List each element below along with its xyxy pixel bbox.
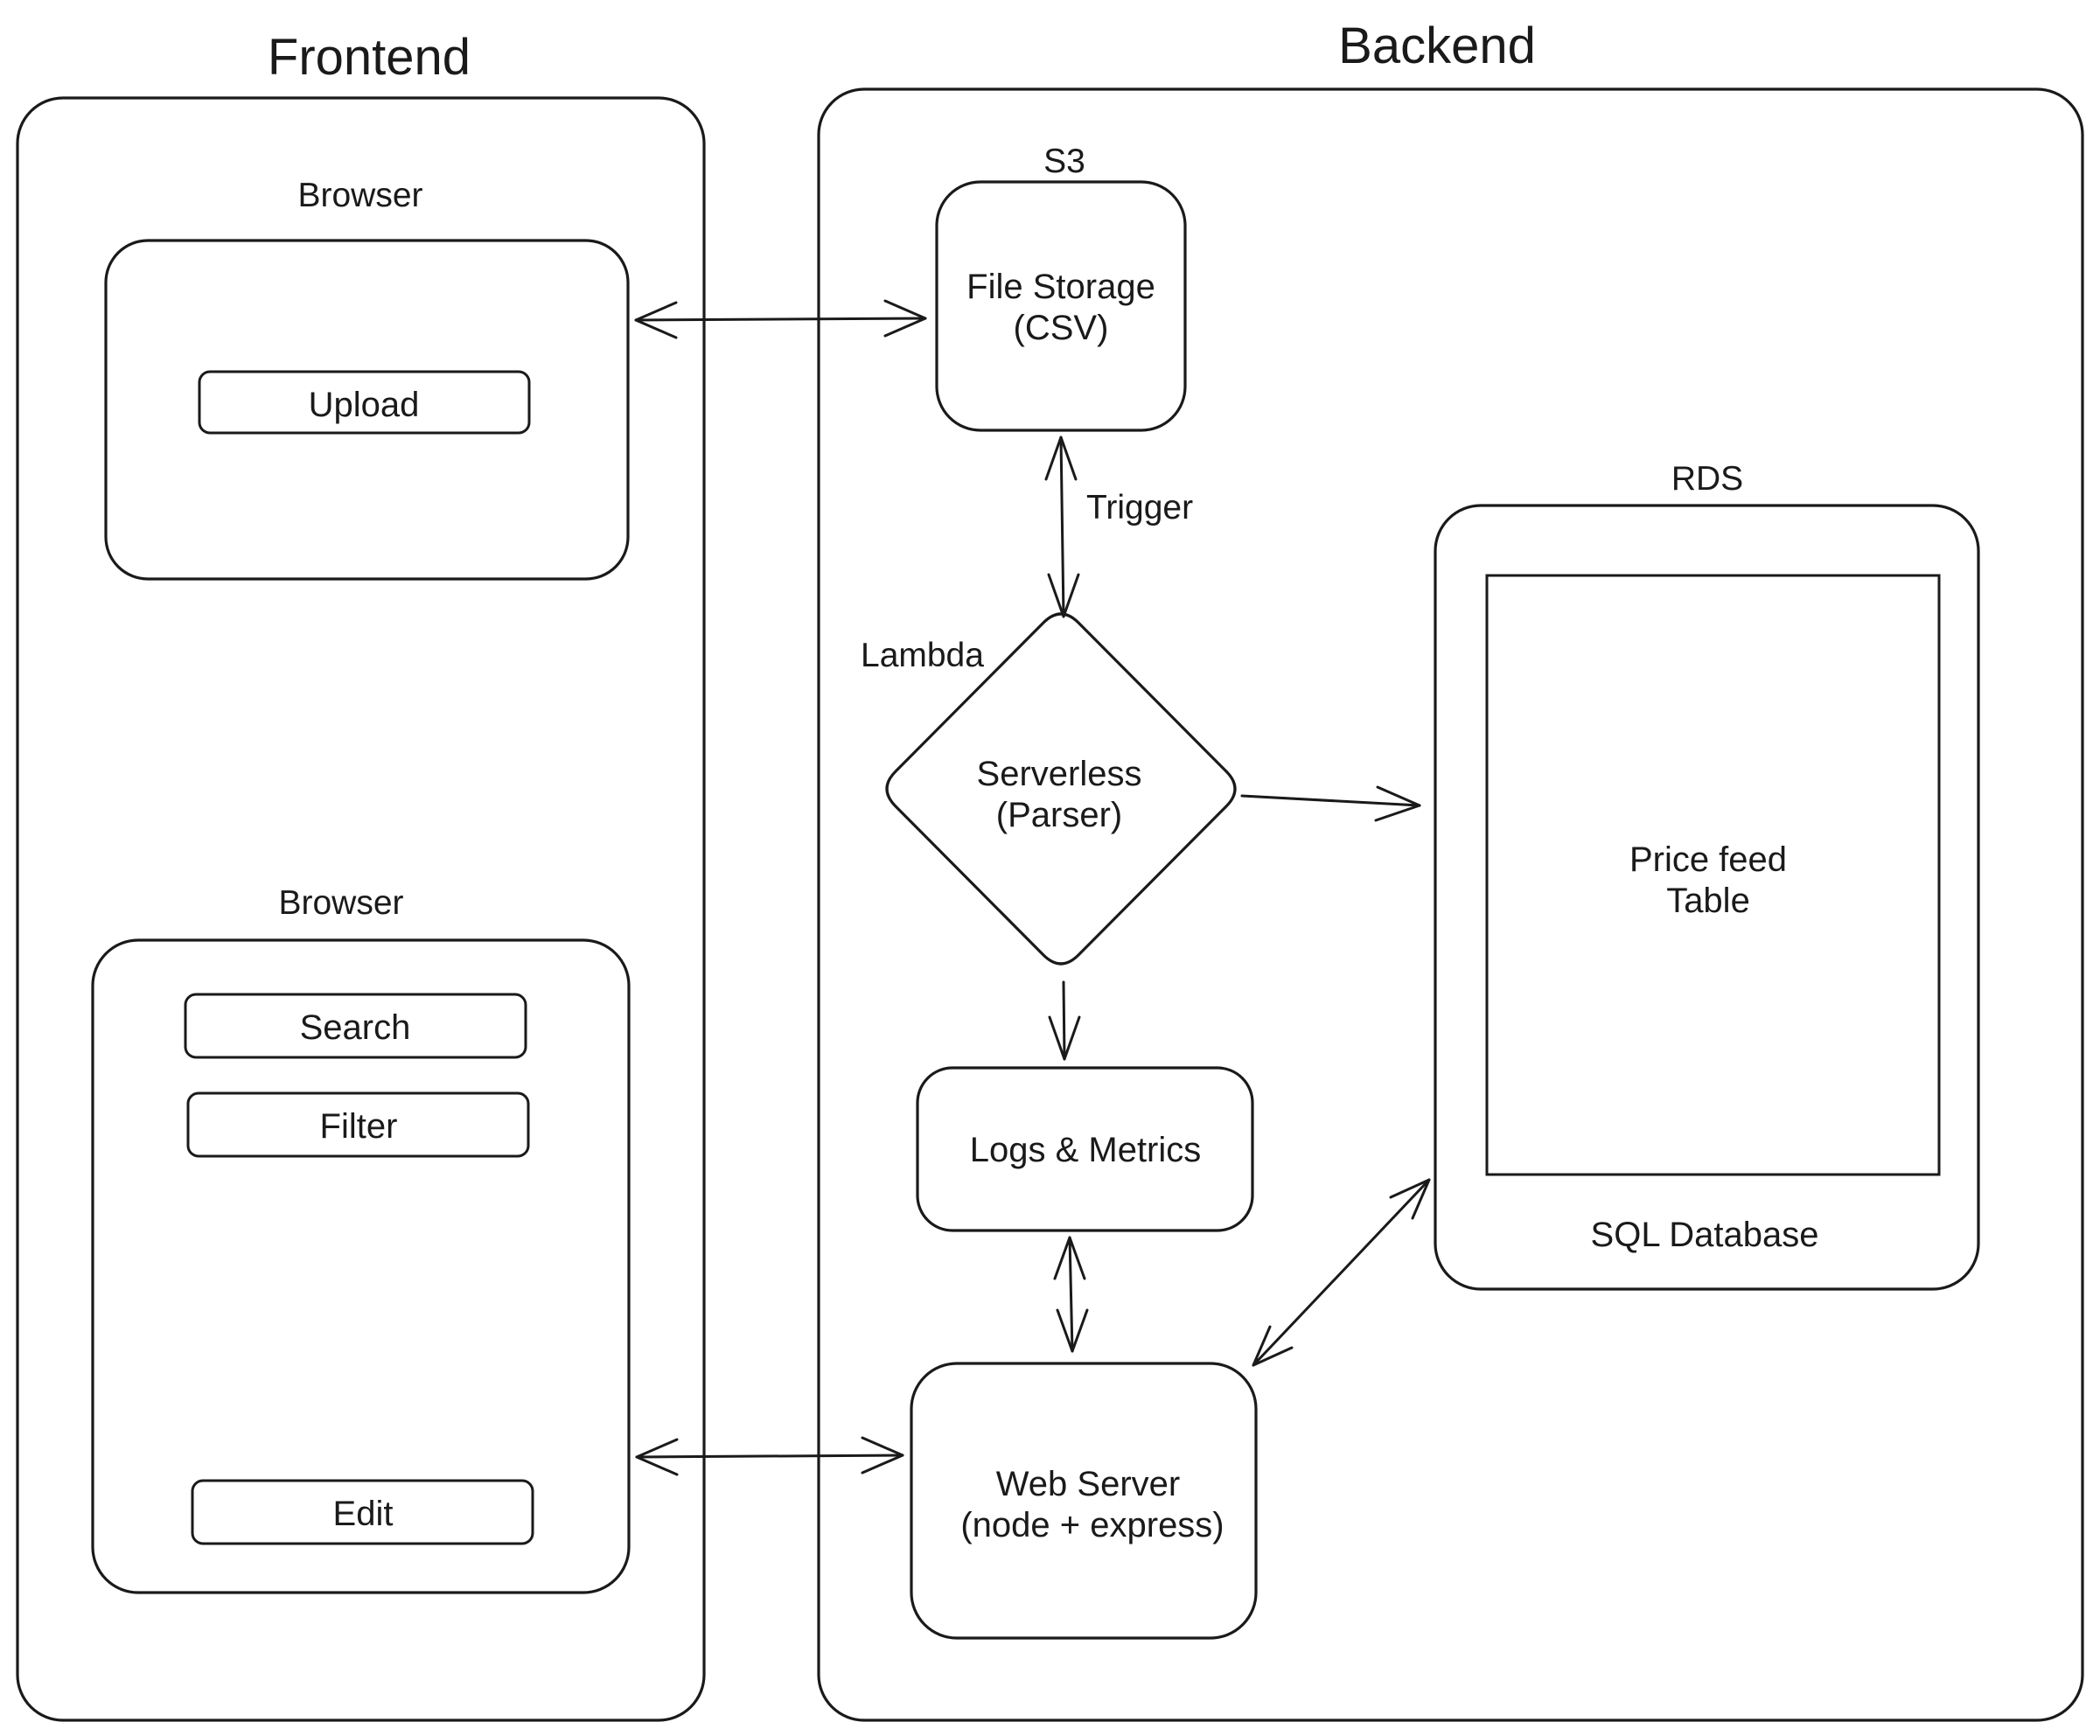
connector-lambda-rds: [1240, 785, 1421, 822]
price-feed-table: [1485, 574, 1941, 1176]
web-server-line-2: (node + express): [960, 1506, 1224, 1544]
backend-container: [817, 87, 2084, 1722]
price-feed-line-1: Price feed: [1629, 840, 1787, 879]
lambda-node-line-2: (Parser): [996, 796, 1122, 834]
price-feed-line-2: Table: [1666, 882, 1750, 920]
arrowhead-rds: [1374, 785, 1421, 822]
rds-node: [1434, 504, 1980, 1291]
search-button[interactable]: Search: [184, 993, 527, 1059]
connector-browser-webserver-line: [635, 1454, 904, 1459]
s3-node-line-1: File Storage: [966, 268, 1155, 306]
filter-button-label: Filter: [320, 1107, 398, 1146]
connector-logs-webserver-line: [1068, 1236, 1074, 1353]
upload-button-frame[interactable]: [198, 370, 531, 435]
s3-file-storage-node: [935, 180, 1187, 432]
connector-logs-webserver: [1053, 1236, 1089, 1353]
logs-metrics-node: [916, 1066, 1254, 1232]
connector-s3-lambda: [1044, 436, 1080, 618]
logs-node-line-1: Logs & Metrics: [970, 1131, 1202, 1169]
arrowhead-s3-top: [1044, 436, 1078, 481]
upload-button-label: Upload: [309, 386, 420, 424]
frontend-title: Frontend: [268, 29, 471, 86]
browser-upload-box: [104, 239, 630, 581]
filter-button-frame[interactable]: [186, 1091, 530, 1158]
connector-browser-s3-line: [634, 317, 927, 322]
filter-button[interactable]: Filter: [186, 1091, 530, 1158]
arrowhead-webserver-top: [1056, 1308, 1089, 1353]
browser-query-label: Browser: [278, 884, 403, 922]
rds-label: RDS: [1671, 460, 1743, 498]
lambda-label: Lambda: [861, 637, 984, 674]
frontend-container: [16, 96, 706, 1722]
backend-title: Backend: [1338, 17, 1536, 74]
lambda-node-line-1: Serverless: [977, 755, 1142, 793]
edit-button-frame[interactable]: [191, 1479, 534, 1545]
s3-node-line-2: (CSV): [1014, 309, 1109, 347]
connector-s3-lambda-line: [1059, 436, 1065, 618]
arrowhead-browser-query-end: [635, 1438, 679, 1476]
arrowhead-s3-end: [883, 299, 927, 338]
lambda-serverless-node: [885, 612, 1237, 966]
connector-lambda-rds-line: [1240, 794, 1421, 807]
edit-button[interactable]: Edit: [191, 1479, 534, 1545]
search-button-label: Search: [300, 1008, 411, 1047]
sql-database-label: SQL Database: [1591, 1216, 1819, 1254]
browser-query-box: [91, 938, 631, 1594]
arrowhead-lambda-bottom: [1047, 573, 1080, 618]
upload-button[interactable]: Upload: [198, 370, 531, 435]
browser-upload-label: Browser: [297, 177, 422, 214]
web-server-node: [910, 1362, 1258, 1640]
s3-label: S3: [1043, 143, 1085, 180]
connector-webserver-rds-line: [1252, 1178, 1431, 1367]
arrowhead-webserver-side: [1252, 1325, 1294, 1367]
edit-button-label: Edit: [333, 1495, 394, 1533]
connector-browser-s3: [634, 299, 927, 339]
search-button-frame[interactable]: [184, 993, 527, 1059]
arrowhead-logs: [1048, 1015, 1081, 1061]
connector-lambda-logs: [1048, 980, 1081, 1061]
arrowhead-logs-top: [1053, 1236, 1086, 1280]
connector-webserver-rds: [1252, 1178, 1431, 1367]
connector-browser-webserver: [635, 1436, 904, 1476]
web-server-line-1: Web Server: [996, 1465, 1180, 1503]
trigger-label: Trigger: [1086, 489, 1193, 526]
arrowhead-browser-end: [634, 301, 678, 339]
arrowhead-rds-side: [1389, 1178, 1431, 1220]
arrowhead-webserver-end: [861, 1436, 904, 1475]
